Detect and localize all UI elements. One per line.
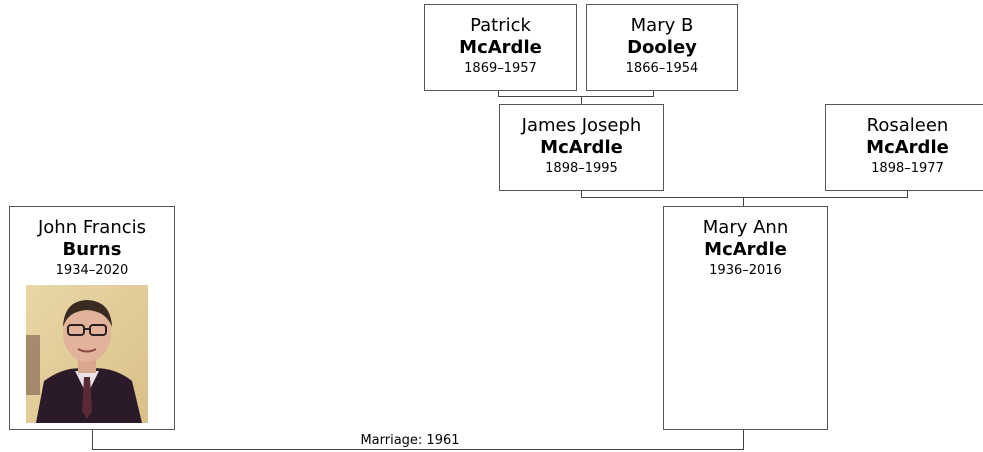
parents-connector-james <box>498 90 654 104</box>
marriage-label: Marriage: 1961 <box>330 433 490 449</box>
life-dates: 1936–2016 <box>709 263 782 278</box>
surname: McArdle <box>459 37 542 58</box>
given-name: John Francis <box>37 217 147 238</box>
life-dates: 1898–1977 <box>871 161 944 176</box>
life-dates: 1869–1957 <box>464 61 537 76</box>
given-name: James Joseph <box>521 115 642 136</box>
person-card-mary-b-dooley[interactable]: Mary B Dooley 1866–1954 <box>586 4 738 91</box>
given-name: Patrick <box>470 15 531 36</box>
surname: Dooley <box>627 37 697 58</box>
person-card-patrick-mcardle[interactable]: Patrick McArdle 1869–1957 <box>424 4 577 91</box>
surname: McArdle <box>704 239 787 260</box>
life-dates: 1934–2020 <box>55 263 129 278</box>
portrait-image <box>26 285 148 423</box>
given-name: Mary B <box>630 15 694 36</box>
portrait-photo[interactable] <box>26 285 148 423</box>
person-card-james-joseph-mcardle[interactable]: James Joseph McArdle 1898–1995 <box>499 104 664 191</box>
parents-connector-mary-ann <box>581 190 908 206</box>
surname: Burns <box>62 239 122 260</box>
surname: McArdle <box>866 137 949 158</box>
marriage-line <box>92 429 744 450</box>
given-name: Rosaleen <box>866 115 949 136</box>
person-card-rosaleen-mcardle[interactable]: Rosaleen McArdle 1898–1977 <box>825 104 983 191</box>
person-card-mary-ann-mcardle[interactable]: Mary Ann McArdle 1936–2016 <box>663 206 828 430</box>
given-name: Mary Ann <box>702 217 789 238</box>
life-dates: 1866–1954 <box>625 61 699 76</box>
life-dates: 1898–1995 <box>545 161 618 176</box>
surname: McArdle <box>540 137 623 158</box>
